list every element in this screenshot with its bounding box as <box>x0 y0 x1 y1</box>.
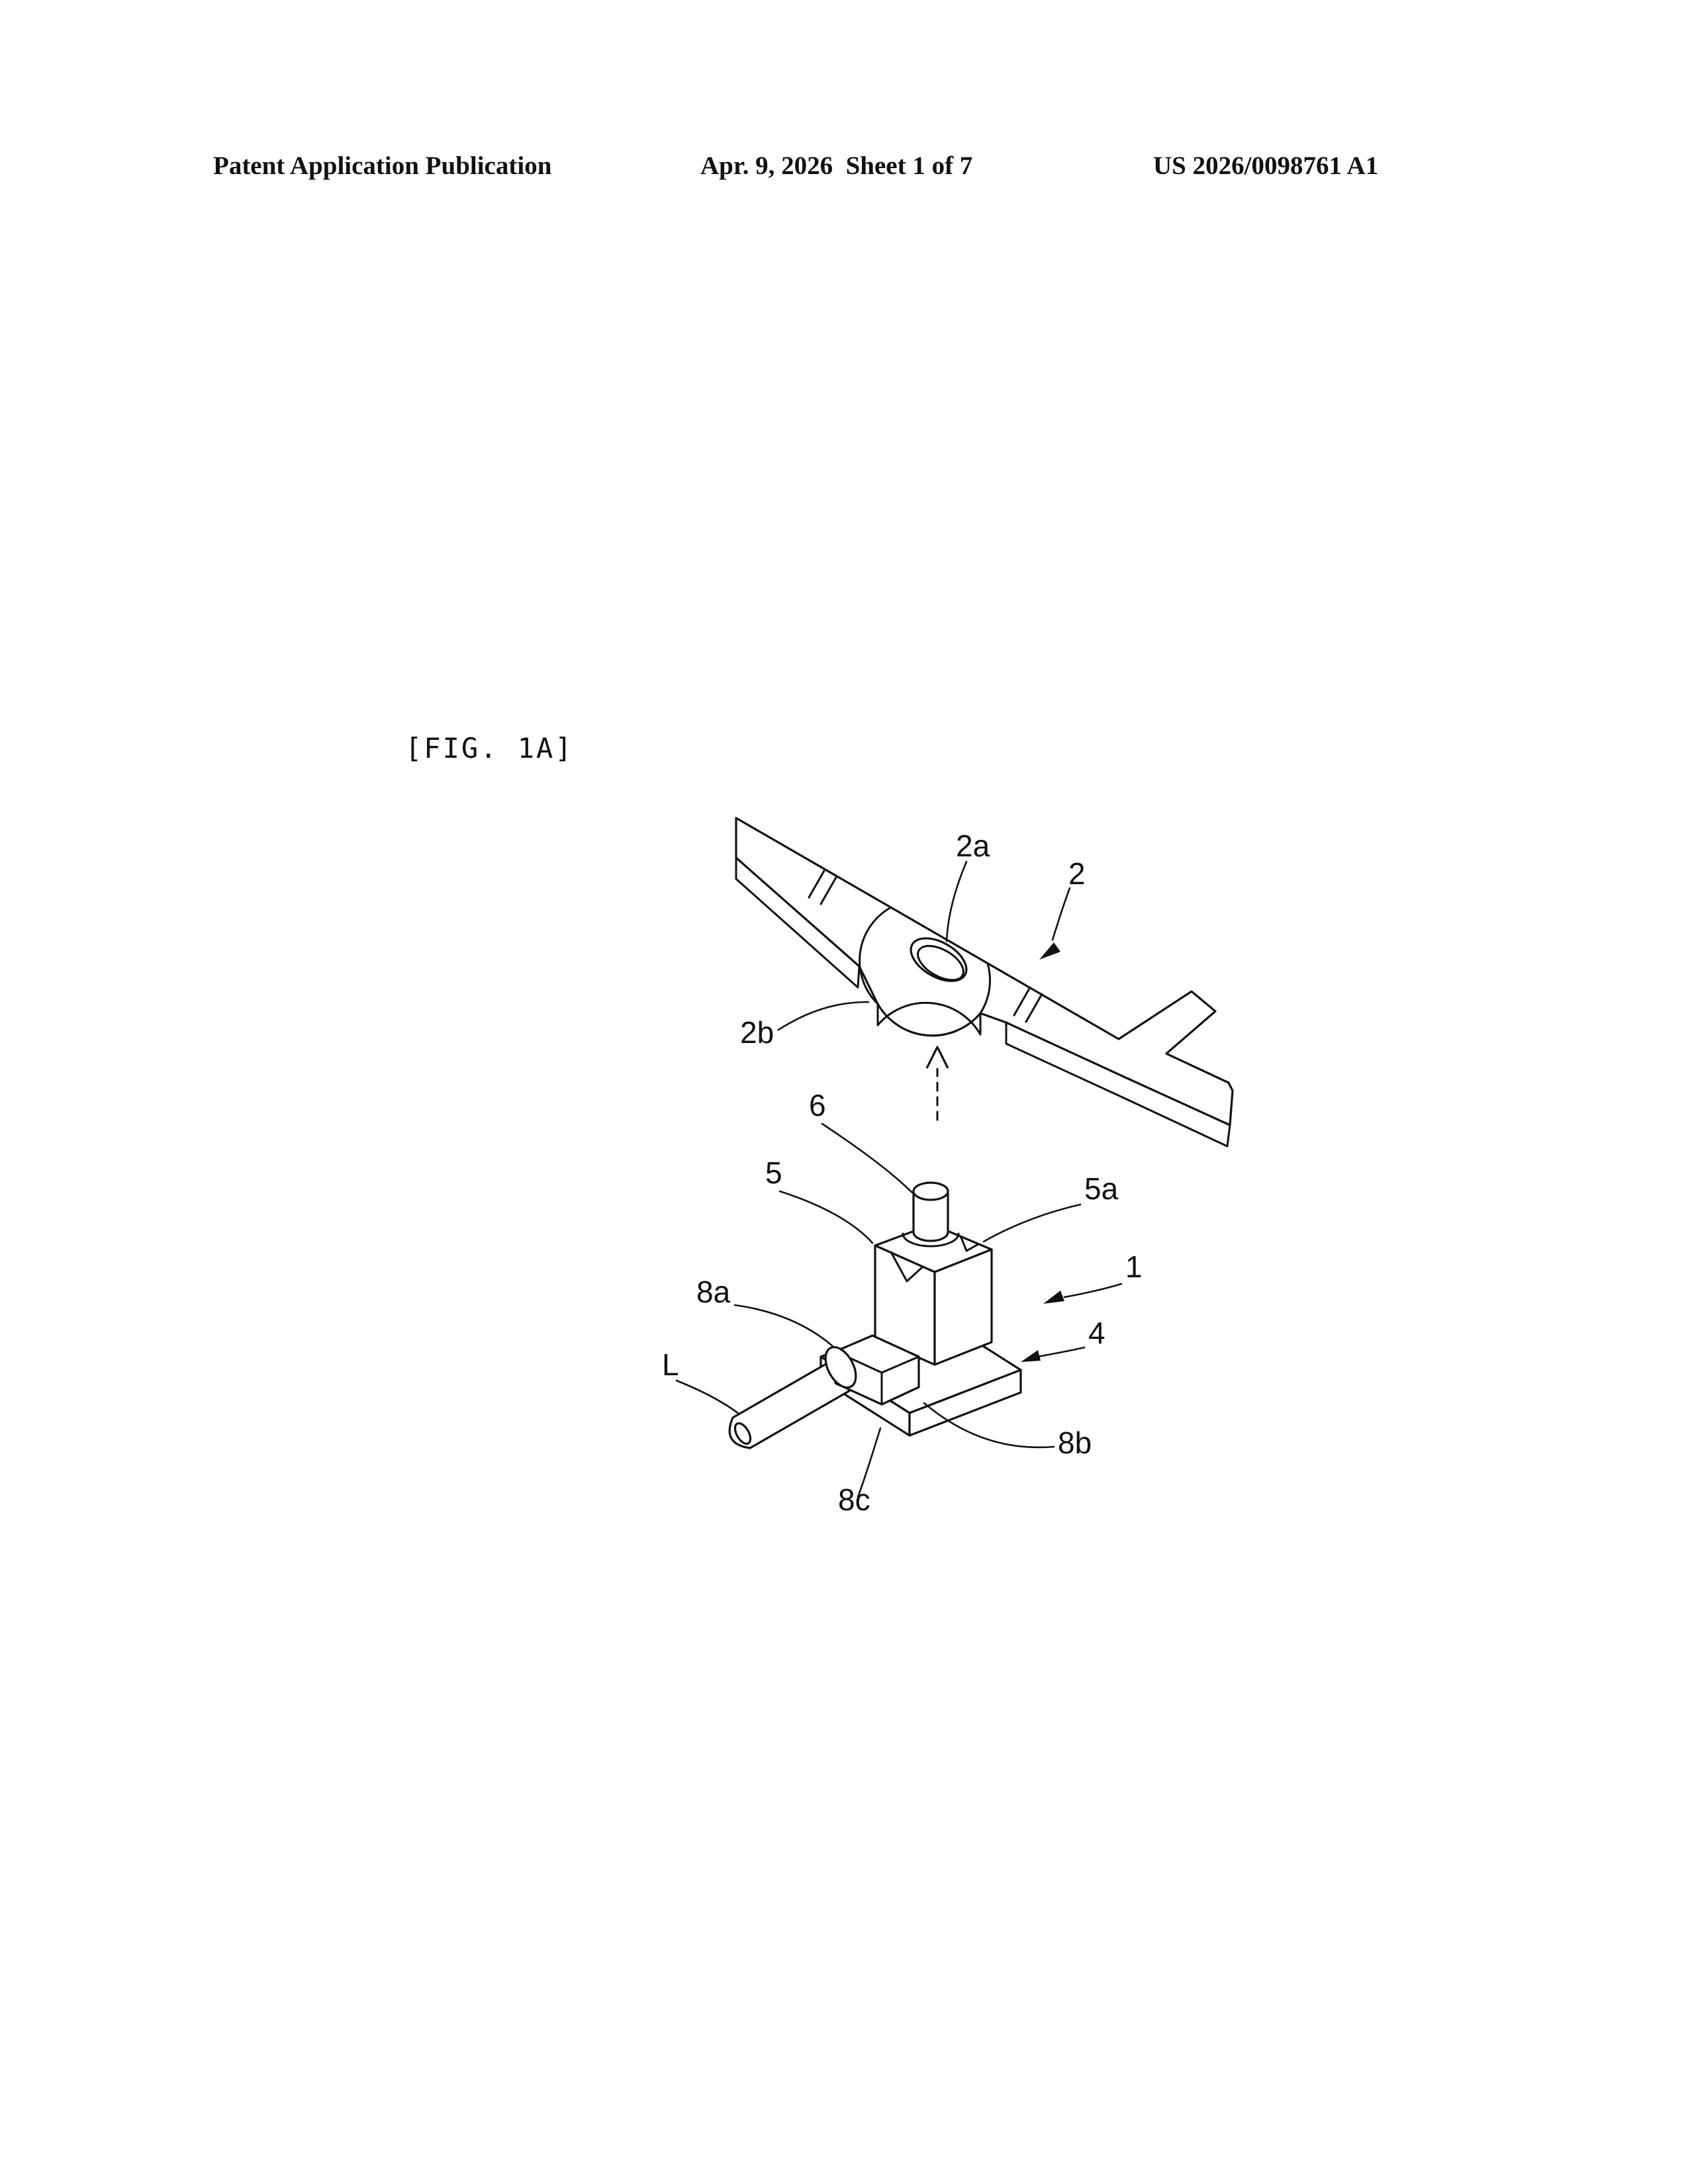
plate-bend-lines-right <box>1013 986 1043 1023</box>
hole-2a-inner <box>917 944 964 981</box>
header-date-sheet: Apr. 9, 2026 Sheet 1 of 7 <box>700 152 973 180</box>
plate-left-end-face <box>735 817 861 989</box>
figure-label: [FIG. 1A] <box>405 732 574 764</box>
base-4-front-right-face <box>908 1369 1022 1437</box>
ref-label-5a: 5a <box>1084 1171 1119 1206</box>
body-5-step-5a <box>960 1236 980 1252</box>
plate-pad-arc-right <box>979 962 992 1015</box>
ref-label-2a: 2a <box>956 829 990 863</box>
plate-pad-arc-left <box>859 906 892 1005</box>
arrowhead-2 <box>1039 942 1060 960</box>
leader-L <box>675 1379 740 1415</box>
leader-8b <box>923 1402 1055 1449</box>
plate-bend-lines-left <box>808 868 838 905</box>
callouts: 2a 2 2b 6 5 5a 8a 1 4 L 8b <box>662 829 1143 1517</box>
leader-4 <box>1037 1346 1086 1358</box>
ref-label-2: 2 <box>1068 856 1086 891</box>
leader-1 <box>1063 1283 1123 1298</box>
holder-1 <box>728 1181 1022 1449</box>
ref-label-5: 5 <box>765 1156 782 1190</box>
ref-label-8a: 8a <box>696 1275 731 1309</box>
ref-label-2b: 2b <box>740 1015 774 1050</box>
leader-6 <box>821 1122 914 1194</box>
arrowhead-4 <box>1021 1350 1041 1362</box>
hole-2a-outer <box>910 937 968 982</box>
ref-label-1: 1 <box>1125 1250 1143 1284</box>
ref-label-4: 4 <box>1088 1316 1105 1350</box>
clamp-collar <box>824 1345 857 1389</box>
tube-L <box>728 1353 861 1449</box>
pin-6-shaft <box>912 1190 949 1242</box>
pin-6-top <box>912 1181 949 1201</box>
plate-2 <box>735 817 1234 1148</box>
tube-L-bore <box>733 1422 752 1445</box>
leader-2a <box>945 860 968 942</box>
assembly-arrow-head <box>925 1046 949 1069</box>
arrowhead-1 <box>1043 1291 1064 1304</box>
plate-tab-thickness <box>876 1001 982 1036</box>
leader-2 <box>1051 887 1071 941</box>
plate-top-face <box>735 817 1234 1126</box>
ref-label-L: L <box>662 1347 679 1382</box>
header-publication-type: Patent Application Publication <box>213 152 552 180</box>
assembly-arrow <box>925 1046 949 1121</box>
ref-label-8b: 8b <box>1058 1426 1092 1460</box>
leader-5a <box>982 1203 1082 1243</box>
leader-8c <box>857 1427 882 1498</box>
leader-8a <box>733 1304 835 1349</box>
body-5-v-notch <box>890 1251 924 1283</box>
leader-2b <box>777 1001 870 1031</box>
leader-5 <box>778 1190 874 1244</box>
ref-label-6: 6 <box>809 1088 826 1122</box>
plate-right-bottom-face <box>1005 1021 1231 1148</box>
header-patent-number: US 2026/0098761 A1 <box>1153 152 1379 180</box>
pin-6-flange <box>902 1232 960 1248</box>
ref-label-8c: 8c <box>838 1482 870 1517</box>
body-5-front-right-face <box>933 1248 993 1366</box>
